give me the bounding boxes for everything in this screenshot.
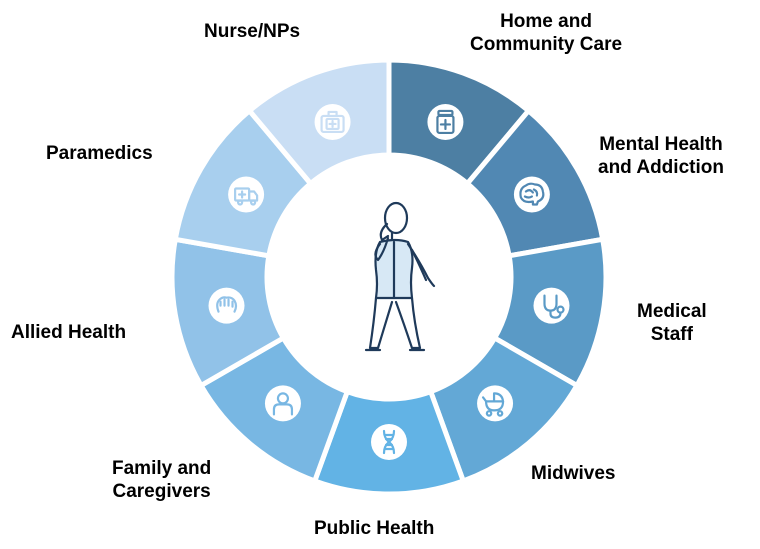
ambulance-icon: [228, 176, 265, 213]
label-allied-health: Allied Health: [11, 322, 127, 343]
label-nurse-nps: Nurse/NPs: [204, 21, 301, 42]
stethoscope-icon: [533, 287, 570, 324]
segment-icons: [208, 103, 570, 460]
label-medical-staff: Medical Staff: [637, 301, 707, 345]
baby-stroller-icon: [477, 385, 514, 422]
brain-icon: [513, 176, 550, 213]
person-icon: [264, 385, 301, 422]
label-home-and-community-care: Home and Community Care: [470, 11, 623, 55]
patient-figure-icon: [364, 201, 436, 352]
label-public-health: Public Health: [314, 518, 435, 539]
first-aid-kit-icon: [314, 103, 351, 140]
label-mental-health-and-addiction: Mental Health and Addiction: [598, 134, 724, 178]
medicine-bottle-icon: [427, 103, 464, 140]
hand-icon: [208, 287, 245, 324]
label-family-and-caregivers: Family and Caregivers: [112, 458, 212, 502]
label-midwives: Midwives: [531, 463, 616, 484]
label-paramedics: Paramedics: [46, 143, 153, 164]
dna-icon: [371, 424, 407, 460]
